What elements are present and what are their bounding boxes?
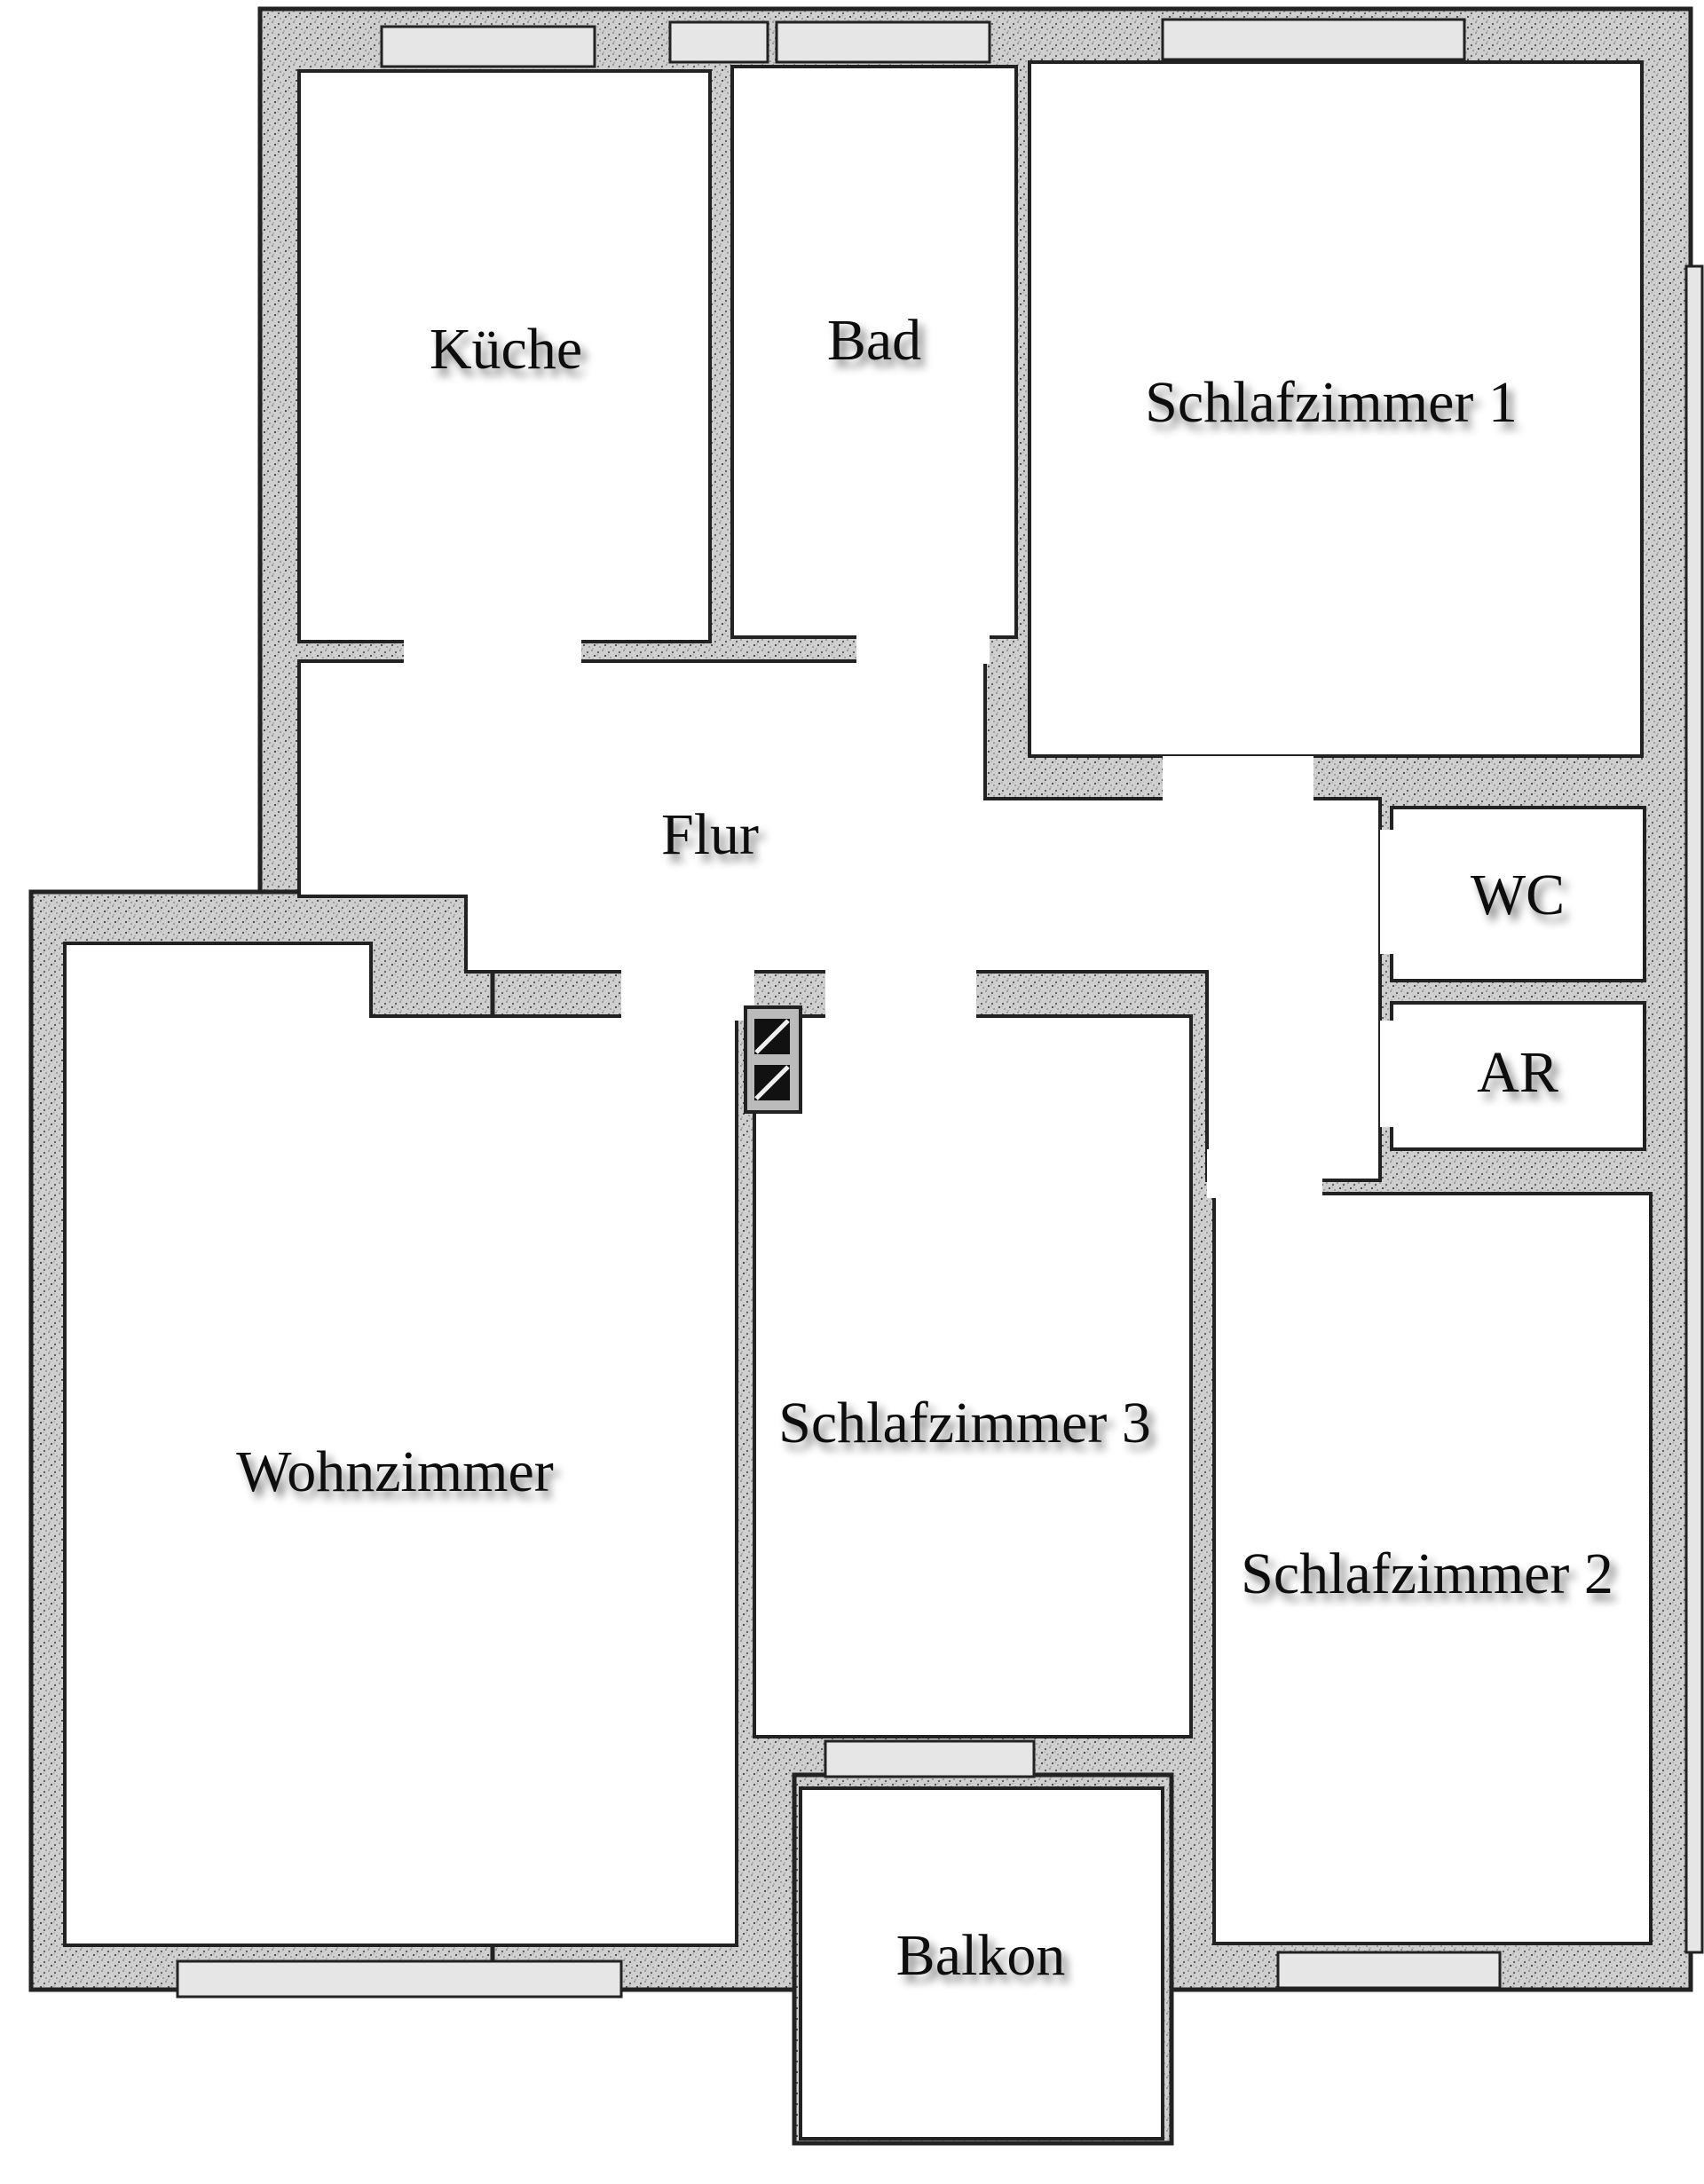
- label-schlafzimmer-1: Schlafzimmer 1: [1145, 370, 1518, 435]
- room-schlafzimmer-2: [1212, 1192, 1653, 1945]
- label-wohnzimmer: Wohnzimmer: [236, 1439, 554, 1504]
- room-bad: [730, 65, 1018, 639]
- room-wc: [1390, 806, 1646, 982]
- label-ar: AR: [1477, 1040, 1558, 1105]
- label-flur: Flur: [661, 802, 759, 867]
- windows: [176, 18, 1704, 1999]
- room-kueche: [297, 69, 712, 643]
- label-kueche: Küche: [430, 317, 582, 382]
- label-schlafzimmer-2: Schlafzimmer 2: [1241, 1541, 1613, 1606]
- room-floors: [63, 60, 1653, 2141]
- label-bad: Bad: [827, 308, 921, 373]
- label-schlafzimmer-3: Schlafzimmer 3: [778, 1391, 1151, 1455]
- room-balkon: [799, 1786, 1164, 2141]
- room-labels: Küche Bad Schlafzimmer 1 Flur WC AR Wohn…: [236, 308, 1613, 1988]
- door-openings: [404, 635, 1398, 1198]
- room-schlafzimmer-3: [753, 1014, 1193, 1739]
- room-schlafzimmer-1: [1028, 60, 1644, 758]
- label-wc: WC: [1471, 863, 1565, 927]
- label-balkon: Balkon: [896, 1923, 1066, 1988]
- shaft: [744, 1005, 802, 1114]
